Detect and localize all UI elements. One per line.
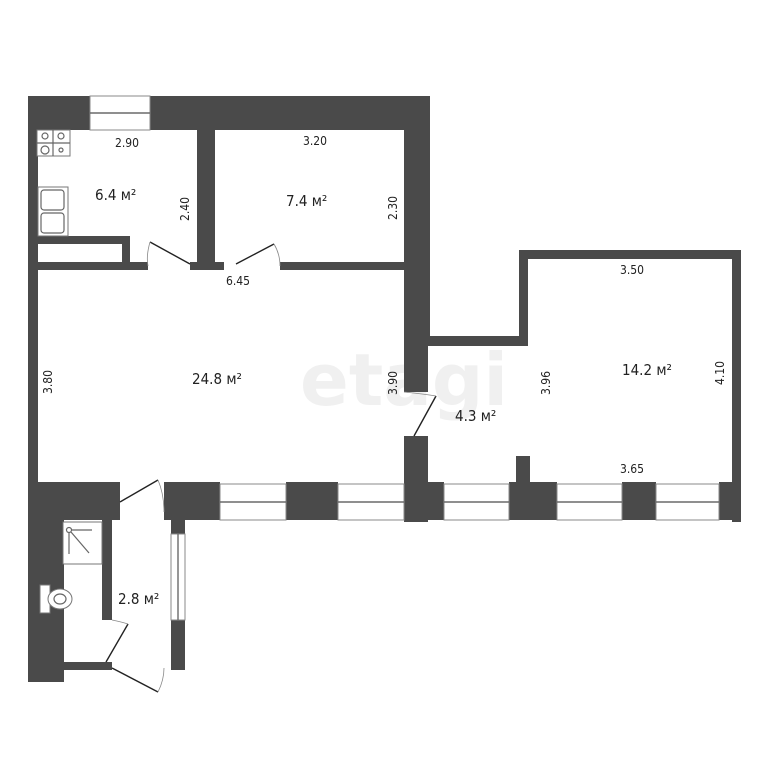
windows: [89, 95, 720, 621]
living-room-area: 24.8 м²: [192, 370, 242, 388]
sink-icon: [37, 186, 69, 237]
small-room-dim-width: 3.20: [303, 134, 327, 148]
doors: [105, 241, 437, 693]
window-large-1: [556, 483, 623, 521]
shower-icon: [62, 521, 103, 565]
window-large-2: [655, 483, 720, 521]
door-hall: [403, 391, 437, 437]
large-room-dim-top: 3.50: [620, 263, 644, 277]
living-room-dim-right: 3.90: [386, 371, 400, 395]
window-bathroom: [170, 533, 186, 621]
large-room-dim-height: 4.10: [713, 361, 727, 385]
door-kitchen: [146, 241, 191, 267]
bathroom-area: 2.8 м²: [118, 590, 159, 608]
hall-dim-height: 3.96: [539, 371, 553, 395]
large-room-area: 14.2 м²: [622, 361, 672, 379]
window-kitchen: [89, 95, 151, 131]
kitchen-dim-width: 2.90: [115, 136, 139, 150]
living-room-dim-width: 6.45: [226, 274, 250, 288]
stove-icon: [36, 129, 71, 157]
door-exit: [111, 667, 165, 693]
large-room-dim-bottom: 3.65: [620, 462, 644, 476]
window-living-1: [219, 483, 287, 521]
living-room-dim-left: 3.80: [41, 370, 55, 394]
hall-area: 4.3 м²: [455, 407, 496, 425]
toilet-icon: [39, 584, 73, 614]
window-hall: [443, 483, 510, 521]
small-room-area: 7.4 м²: [286, 192, 327, 210]
walls: [28, 96, 741, 682]
kitchen-area: 6.4 м²: [95, 186, 136, 204]
door-bathroom-entry: [119, 479, 165, 513]
kitchen-dim-height: 2.40: [178, 197, 192, 221]
door-small-room: [235, 243, 281, 267]
door-toilet: [105, 619, 129, 663]
small-room-dim-height: 2.30: [386, 196, 400, 220]
window-living-2: [337, 483, 405, 521]
